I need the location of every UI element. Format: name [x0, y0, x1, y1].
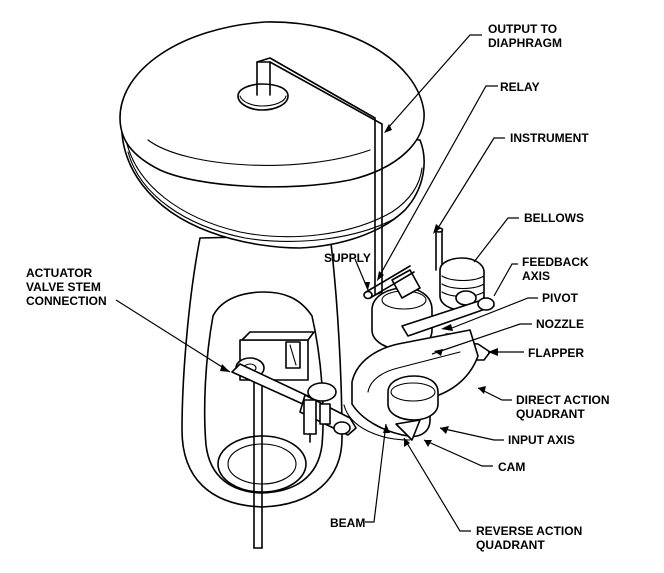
label-cam: CAM: [498, 460, 525, 474]
label-bellows: BELLOWS: [524, 211, 584, 225]
label-feedback-axis-2: AXIS: [522, 269, 550, 283]
label-direct-action-2: QUADRANT: [516, 407, 585, 421]
label-output-to-diaphragm-1: OUTPUT TO: [488, 22, 557, 36]
arrowheads: [220, 124, 498, 447]
label-actuator-2: VALVE STEM: [26, 280, 101, 294]
diaphragm-case: [119, 21, 425, 249]
label-actuator-3: CONNECTION: [26, 294, 107, 308]
label-instrument: INSTRUMENT: [510, 131, 589, 145]
label-pivot: PIVOT: [542, 291, 579, 305]
label-relay: RELAY: [500, 80, 540, 94]
label-flapper: FLAPPER: [528, 346, 584, 360]
labels: OUTPUT TO DIAPHRAGM RELAY INSTRUMENT BEL…: [26, 22, 610, 552]
label-reverse-action-2: QUADRANT: [476, 538, 545, 552]
label-beam: BEAM: [330, 516, 365, 530]
label-output-to-diaphragm-2: DIAPHRAGM: [488, 36, 562, 50]
label-supply: SUPPLY: [324, 251, 371, 265]
label-nozzle: NOZZLE: [536, 317, 584, 331]
beam-linkage: [231, 363, 357, 443]
label-input-axis: INPUT AXIS: [508, 433, 575, 447]
label-direct-action-1: DIRECT ACTION: [516, 393, 610, 407]
positioner-housing: [363, 265, 433, 351]
label-reverse-action-1: REVERSE ACTION: [476, 524, 582, 538]
quadrant-cam: [343, 329, 479, 441]
label-feedback-axis-1: FEEDBACK: [522, 255, 589, 269]
label-actuator-1: ACTUATOR: [26, 266, 93, 280]
bellows: [434, 227, 485, 311]
output-tube: [256, 57, 383, 296]
